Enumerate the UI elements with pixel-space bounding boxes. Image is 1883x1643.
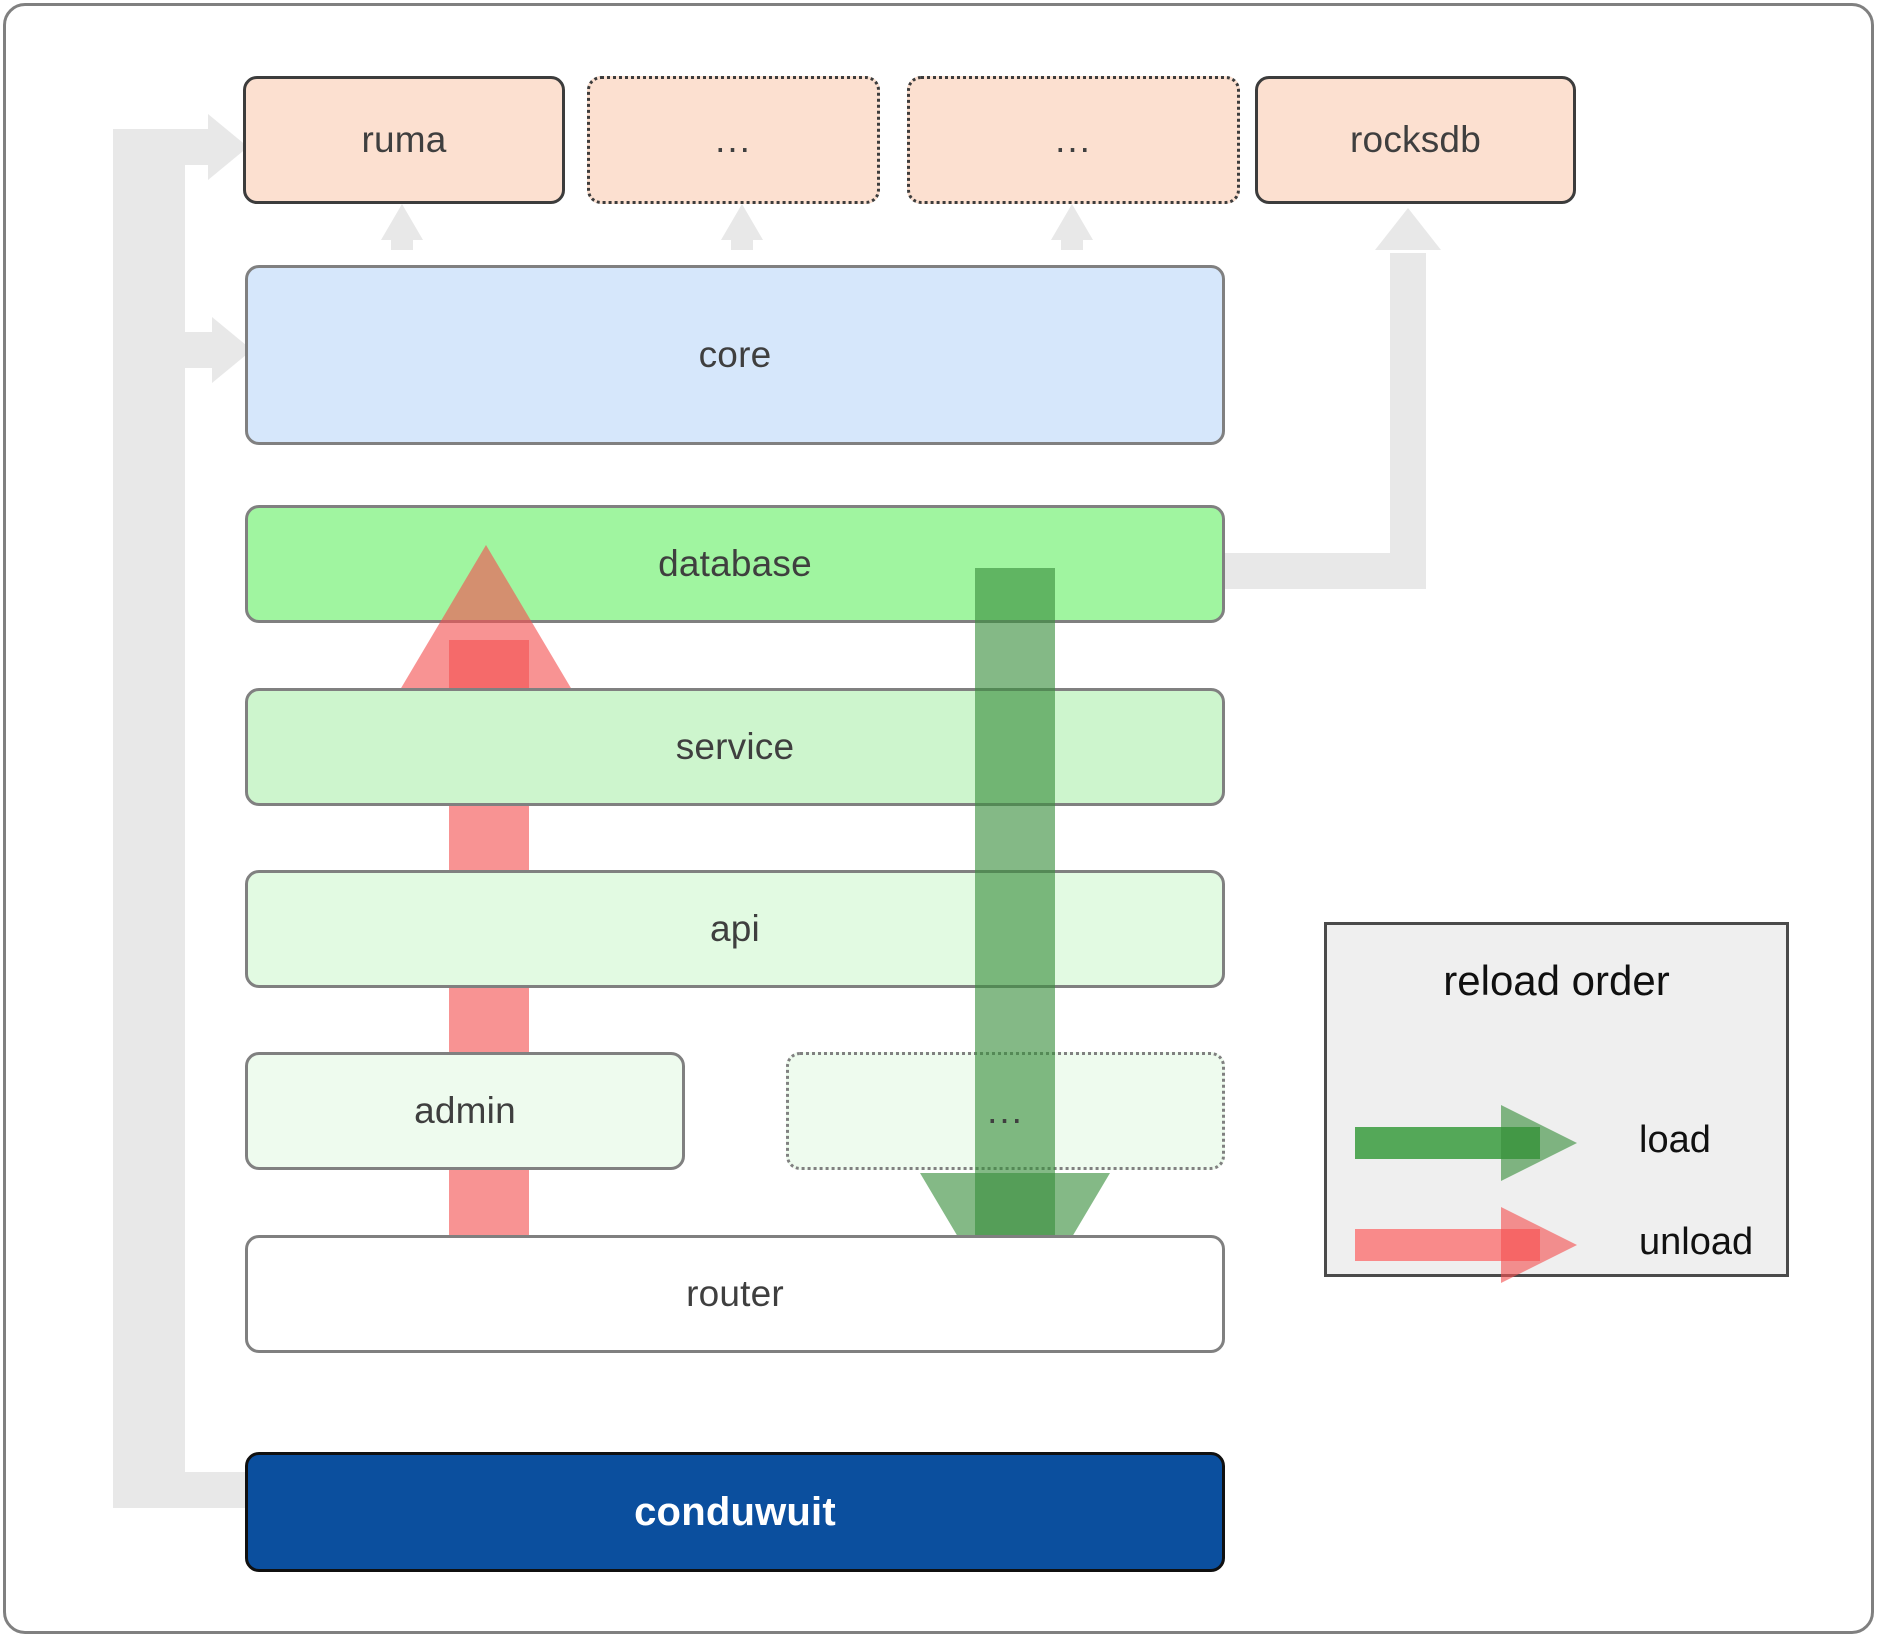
legend-load-arrowhead [1501, 1105, 1577, 1181]
connector-core-to-dep2-head [721, 204, 763, 240]
flow-arrow-load-shaft [975, 568, 1055, 1238]
connector-arrowhead-rocksdb [1375, 208, 1441, 250]
stack-box-core[interactable]: core [245, 265, 1225, 445]
connector-core-to-ruma-head [381, 204, 423, 240]
legend-unload-arrowhead [1501, 1207, 1577, 1283]
legend-unload-label: unload [1639, 1221, 1754, 1263]
connector-right-horizontal [1221, 553, 1408, 589]
stack-box-admin-label: admin [414, 1090, 516, 1131]
dep-box-ruma[interactable]: ruma [243, 76, 565, 204]
binary-box-conduwuit[interactable]: conduwuit [245, 1452, 1225, 1572]
stack-box-api[interactable]: api [245, 870, 1225, 988]
stack-box-router-label: router [686, 1273, 784, 1314]
stack-box-router[interactable]: router [245, 1235, 1225, 1353]
dep-box-ellipsis-1-label: ... [715, 119, 752, 160]
dep-box-ellipsis-2[interactable]: ... [907, 76, 1240, 204]
dep-box-ellipsis-1[interactable]: ... [587, 76, 880, 204]
connector-left-branch-vertical [149, 165, 185, 350]
dep-box-ruma-label: ruma [361, 119, 447, 160]
legend-load-label: load [1639, 1119, 1711, 1161]
legend-row-unload: unload [1355, 1207, 1765, 1287]
connector-right-vertical [1390, 253, 1426, 589]
stack-box-api-label: api [710, 908, 760, 949]
stack-box-ellipsis-label: ... [987, 1090, 1024, 1131]
connector-arrowhead-ruma [208, 114, 248, 180]
connector-left-branch-lower [149, 368, 185, 1508]
legend-row-load: load [1355, 1105, 1765, 1185]
stack-box-service-label: service [675, 726, 795, 767]
legend-panel: reload order load unload [1324, 922, 1789, 1283]
connector-core-to-dep3-head [1051, 204, 1093, 240]
stack-box-admin[interactable]: admin [245, 1052, 685, 1170]
dep-box-rocksdb-label: rocksdb [1350, 119, 1481, 160]
legend-title: reload order [1443, 957, 1670, 1004]
dep-box-ellipsis-2-label: ... [1055, 119, 1092, 160]
stack-box-database-label: database [658, 543, 812, 584]
stack-box-core-label: core [698, 334, 772, 375]
diagram-frame [3, 3, 1874, 1634]
stack-box-service[interactable]: service [245, 688, 1225, 806]
connector-left-trunk [113, 129, 149, 1508]
binary-box-conduwuit-label: conduwuit [634, 1489, 836, 1534]
dep-box-rocksdb[interactable]: rocksdb [1255, 76, 1576, 204]
connector-left-to-ruma-stub [113, 129, 223, 165]
